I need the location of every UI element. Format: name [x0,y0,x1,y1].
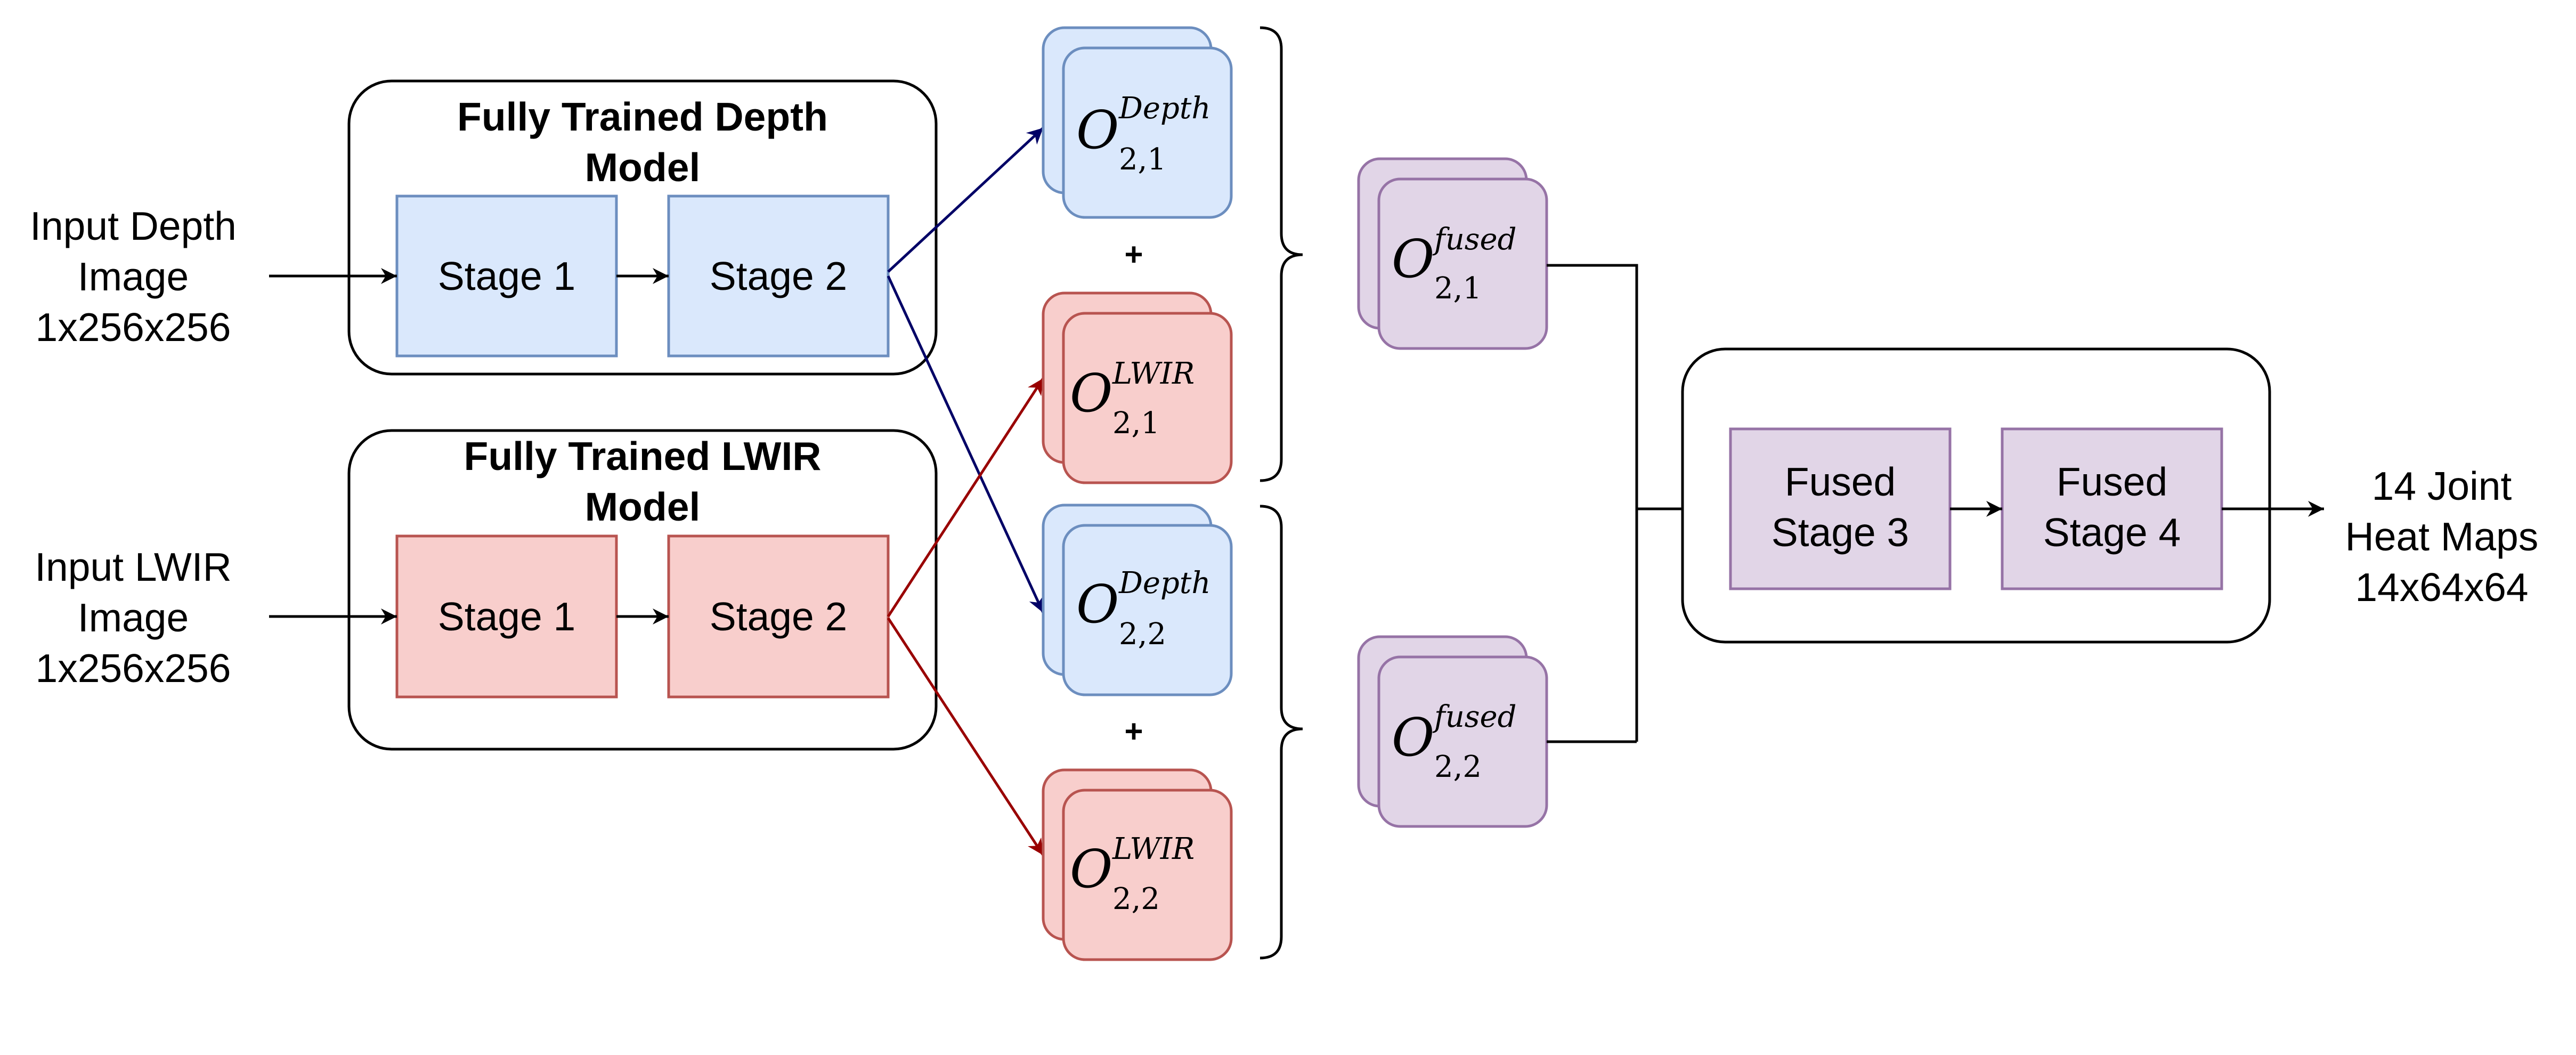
output-lwir-2-1-sub: 2,1 [1112,406,1160,441]
input-lwir-line2: Image [78,595,189,640]
output-lwir-2-2: O LWIR 2,2 [1042,768,1233,961]
output-arrows [887,127,1045,856]
fused-model: Fused Stage 3 Fused Stage 4 [1681,347,2271,644]
output-lwir-2-1-symbol: O [1070,363,1112,424]
depth-stage2-label: Stage 2 [710,254,848,298]
depth-stage2-box [667,194,890,358]
fused-output-2-1: O fused 2,1 [1357,157,1548,350]
output-depth-2-2-sub: 2,2 [1119,617,1166,652]
plus-sign-bottom: + [1124,713,1143,749]
output-depth-2-1-sub: 2,1 [1119,142,1166,177]
fused-output-2-1-sub: 2,1 [1434,271,1482,306]
fused-output-2-1-box [1377,177,1548,350]
lwir-model-title-line1: Fully Trained LWIR [464,434,822,478]
plus-sign-top: + [1124,237,1143,272]
connector-fused-2-1 [1547,264,1638,742]
fused-stage3-line1: Fused [1785,459,1896,504]
output-depth-2-2-symbol: O [1076,574,1119,635]
lwir-model: Fully Trained LWIR Model Stage 1 Stage 2 [347,429,938,751]
fused-output-2-2-symbol: O [1392,708,1434,768]
output-lwir-2-1-box [1062,312,1233,484]
depth-stage1-box [395,194,618,358]
fused-stage4-box [2001,427,2223,590]
fused-output-2-2-sub: 2,2 [1434,750,1482,784]
output-depth-2-2-sup: Depth [1118,566,1210,600]
heatmap-line2: Heat Maps [2345,514,2539,559]
brace-top [1259,26,1303,482]
output-lwir-2-2-box [1062,789,1233,961]
output-depth-2-2: O Depth 2,2 [1042,504,1233,696]
input-arrows [269,268,669,624]
braces [1259,26,1303,960]
input-depth-line2: Image [78,254,189,299]
fused-output-2-1-symbol: O [1392,229,1434,290]
input-lwir-line1: Input LWIR [35,545,232,589]
output-lwir-2-1: O LWIR 2,1 [1042,291,1233,484]
fused-stage3-box [1729,427,1952,590]
arrow-lwir-to-o21-lwir [887,377,1045,618]
output-lwir-2-2-sup: LWIR [1112,832,1194,866]
brace-bottom [1259,505,1303,960]
lwir-model-title-line2: Model [585,484,701,529]
input-depth-line1: Input Depth [30,204,237,248]
fused-stage4-line1: Fused [2057,459,2167,504]
heatmap-line1: 14 Joint [2372,464,2512,508]
input-lwir-line3: 1x256x256 [36,646,231,691]
heatmap-output-label: 14 Joint Heat Maps 14x64x64 [2345,464,2539,610]
input-depth-line3: 1x256x256 [36,305,231,350]
output-depth-2-1: O Depth 2,1 [1042,26,1233,219]
fused-output-2-1-sup: fused [1432,222,1517,257]
arrow-depth-to-o21-depth [887,127,1044,273]
arrow-lwir-to-o22-lwir [887,617,1045,856]
depth-model-title-line1: Fully Trained Depth [457,94,828,139]
lwir-stage1-label: Stage 1 [438,594,576,639]
lwir-stage2-box [667,534,890,699]
output-lwir-2-2-symbol: O [1070,839,1112,900]
output-depth-2-1-symbol: O [1076,100,1119,161]
heatmap-line3: 14x64x64 [2355,565,2528,610]
output-lwir-2-1-sup: LWIR [1112,356,1194,391]
depth-model-title-line2: Model [585,145,701,190]
fused-stage4-line2: Stage 4 [2043,510,2181,555]
lwir-stage2-label: Stage 2 [710,594,848,639]
output-lwir-2-2-sub: 2,2 [1112,882,1160,916]
fused-output-2-2: O fused 2,2 [1357,635,1548,828]
output-depth-2-2-box [1062,524,1233,696]
input-depth-label: Input Depth Image 1x256x256 [30,204,237,350]
arrow-depth-to-o22-depth [887,275,1045,614]
output-depth-2-1-box [1062,46,1233,219]
output-depth-2-1-sup: Depth [1118,91,1210,126]
depth-stage1-label: Stage 1 [438,254,576,298]
depth-model: Fully Trained Depth Model Stage 1 Stage … [347,79,938,376]
fused-stage3-line2: Stage 3 [1771,510,1909,555]
fused-output-2-2-sup: fused [1432,700,1517,734]
input-lwir-label: Input LWIR Image 1x256x256 [35,545,232,691]
